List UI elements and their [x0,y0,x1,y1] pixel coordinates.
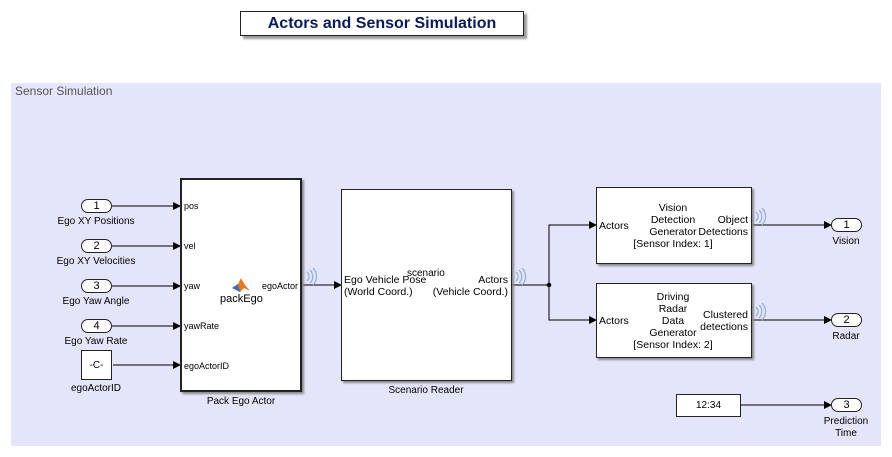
inport-1[interactable]: 1 [81,199,112,213]
vision-detection-generator-block[interactable] [596,187,752,264]
constant-block[interactable]: -C- [81,350,112,380]
pack-input-egoactorid: egoActorID [184,361,230,371]
pack-input-yawrate: yawRate [184,321,220,331]
outport-1-label: Vision [832,236,860,247]
inport-3[interactable]: 3 [81,279,112,293]
outport-3[interactable]: 3 [831,398,862,412]
vision-input-actors: Actors [599,220,629,232]
pack-block-label: Pack Ego Actor [206,396,276,407]
inport-4-label: Ego Yaw Rate [64,336,128,347]
inport-3-label: Ego Yaw Angle [62,296,130,307]
reader-output-line2: (Vehicle Coord.) [432,286,508,298]
clock-block[interactable]: 12:34 [676,394,741,417]
radar-block-text: Driving Radar Data Generator [Sensor Ind… [633,291,713,351]
pack-output-egoactor: egoActor [262,281,299,291]
radar-input-actors: Actors [599,315,629,327]
inport-1-label: Ego XY Positions [57,216,135,227]
reader-block-label: Scenario Reader [388,385,464,396]
vision-output-label: Object Detections [698,214,748,238]
constant-label: egoActorID [70,383,122,394]
branch-point [546,282,552,288]
scenario-reader-block[interactable] [341,189,512,381]
matlab-logo-icon [232,278,250,292]
pack-input-vel: vel [184,241,196,251]
area-label: Sensor Simulation [15,84,113,98]
outport-2-label: Radar [832,331,860,342]
radar-output-label: Clustered detections [700,309,748,333]
reader-input-line2: (World Coord.) [344,286,413,298]
outport-1[interactable]: 1 [831,218,862,232]
diagram-title: Actors and Sensor Simulation [240,11,524,36]
outport-2[interactable]: 2 [831,313,862,327]
wire-actors-radar [548,285,597,324]
outport-3-label: Prediction Time [823,416,869,439]
reader-output-line1: Actors [478,274,508,286]
inport-4[interactable]: 4 [81,319,112,333]
pack-input-yaw: yaw [184,281,201,291]
bus-signal-icons [306,207,767,321]
vision-block-text: Vision Detection Generator [Sensor Index… [633,202,713,250]
radar-data-generator-block[interactable] [596,283,752,358]
reader-input-line1: Ego Vehicle Pose [344,274,427,286]
pack-input-pos: pos [184,201,199,211]
inport-2[interactable]: 2 [81,239,112,253]
pack-func-name: packEgo [220,293,263,305]
wire-actors-vision [548,221,597,285]
reader-center-label: scenario [407,268,445,279]
inport-2-label: Ego XY Velocities [56,256,136,267]
